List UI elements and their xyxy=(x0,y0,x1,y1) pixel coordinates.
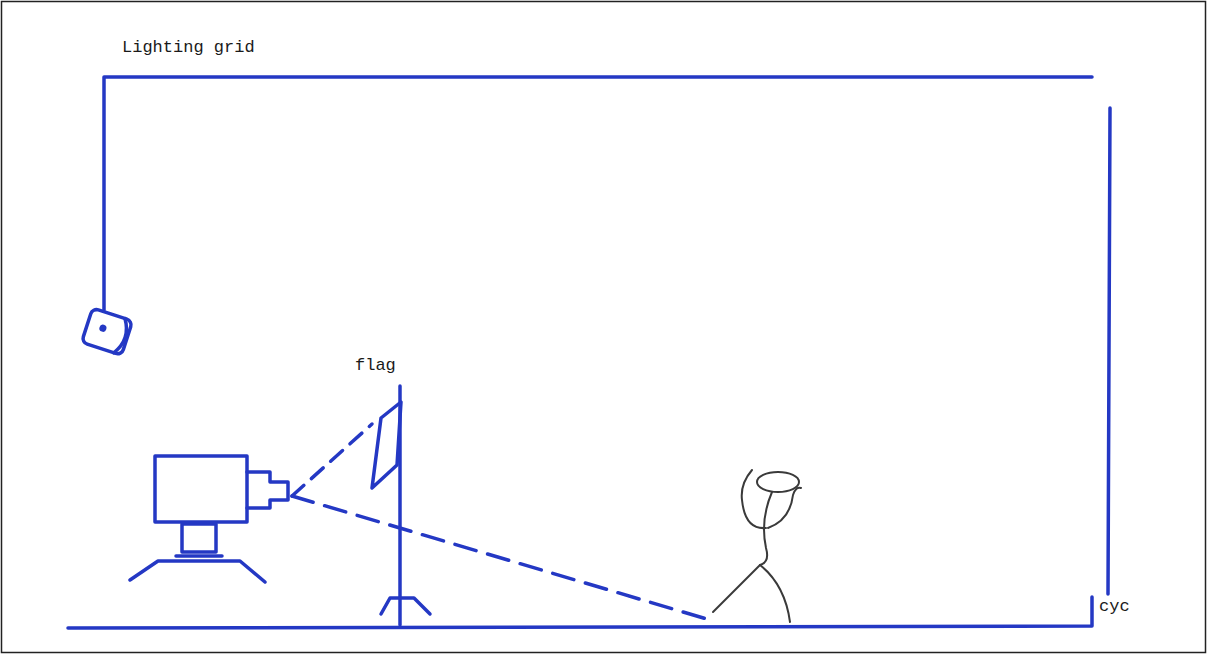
label-text: cyc xyxy=(1099,597,1130,617)
beam-bottom xyxy=(292,496,710,620)
stick-figure xyxy=(713,470,801,622)
lighting-grid xyxy=(104,77,1092,310)
label-text: Lighting grid xyxy=(122,38,255,58)
beam-top xyxy=(292,424,372,496)
floor xyxy=(68,597,1092,628)
flag-stand xyxy=(372,386,430,625)
label-text: flag xyxy=(355,356,396,376)
light-fixture xyxy=(82,308,133,355)
cyc-wall xyxy=(1108,108,1110,594)
camera xyxy=(130,456,288,582)
